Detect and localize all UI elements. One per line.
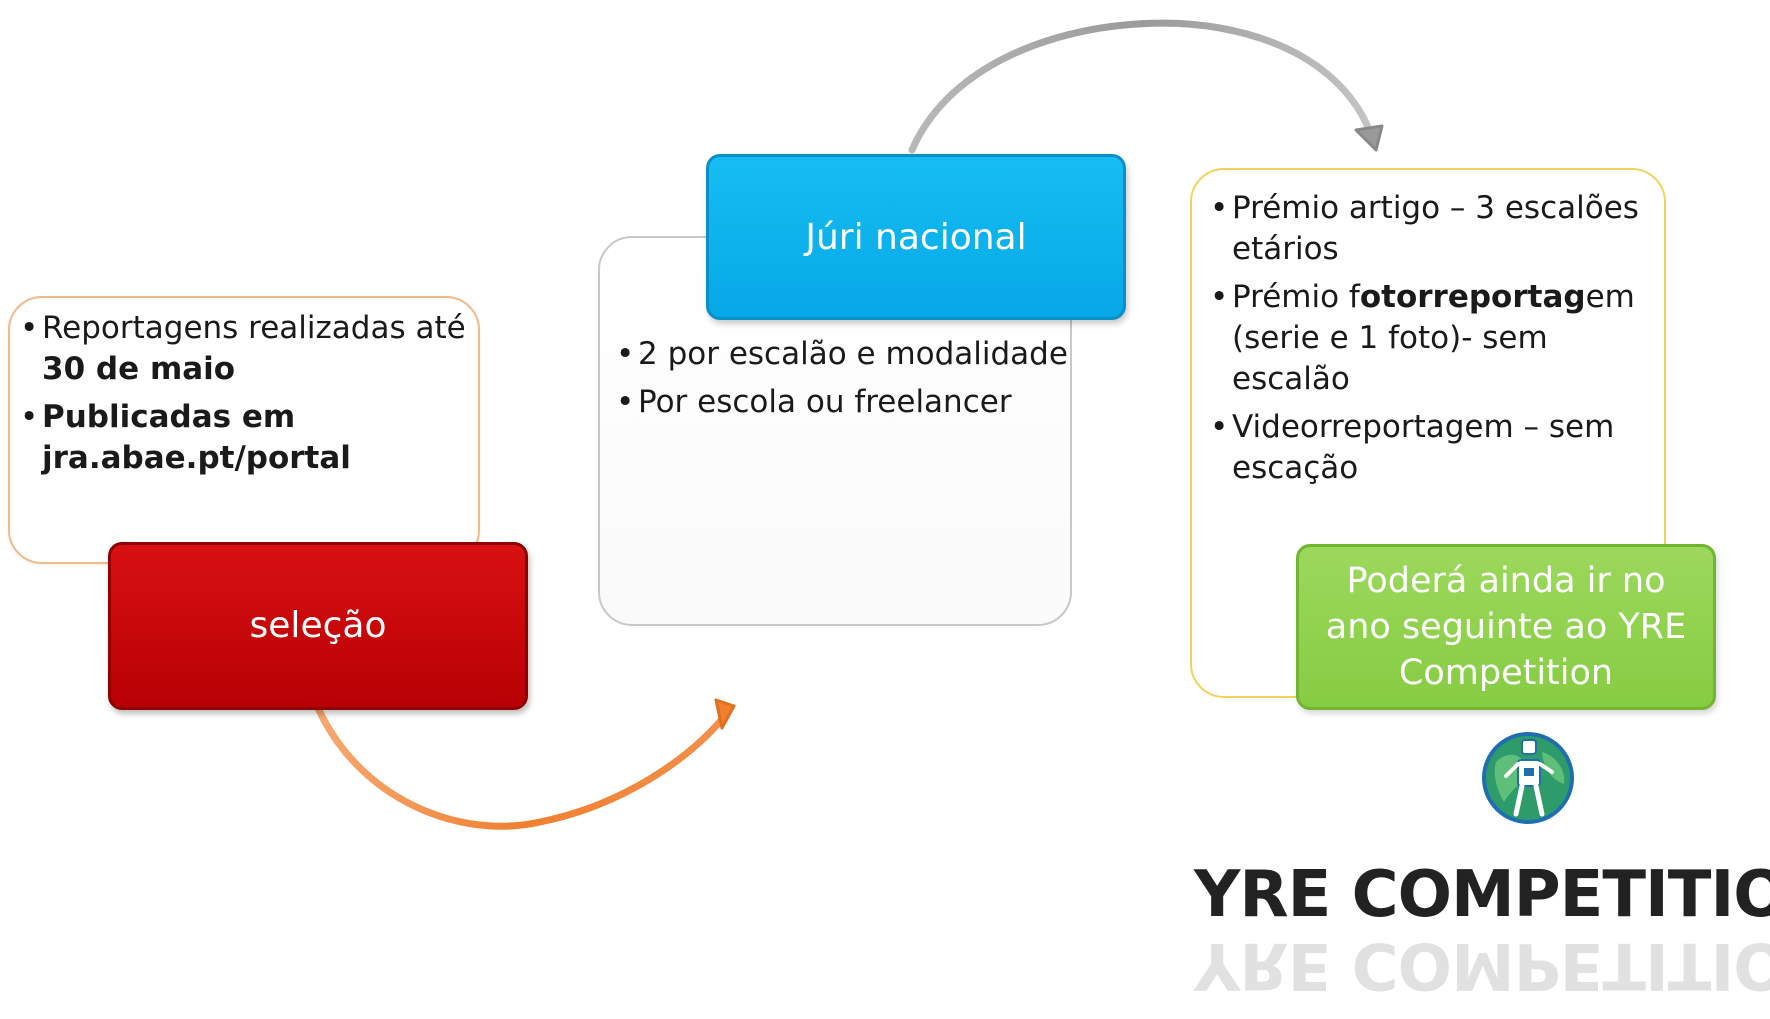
prizes-bullet: Prémio fotorreportagem (serie e 1 foto)-… [1210, 277, 1660, 400]
jury-bullet: 2 por escalão e modalidade [616, 334, 1076, 375]
jury-stage-label: Júri nacional [805, 217, 1027, 258]
bullet-text: Prémio f [1232, 279, 1360, 315]
jury-bullet-list: 2 por escalão e modalidade Por escola ou… [616, 334, 1076, 430]
gray-curved-arrow [908, 19, 1384, 154]
globe-person-icon [1482, 732, 1574, 824]
yre-logo [1176, 720, 1770, 1019]
bullet-text-tail: em (serie e 1 foto)- sem escalão [1232, 279, 1635, 397]
selection-stage-box: seleção [108, 542, 528, 710]
bullet-bold-text: 30 de maio [42, 351, 236, 387]
bullet-text: Videorreportagem – sem escação [1232, 409, 1615, 486]
bullet-text: Por escola ou freelancer [638, 384, 1012, 420]
prizes-bullet: Videorreportagem – sem escação [1210, 407, 1660, 489]
selection-bullet: Publicadas em jra.abae.pt/portal [20, 397, 470, 479]
bullet-bold-text: Publicadas em jra.abae.pt/portal [42, 399, 351, 476]
bullet-text: Prémio artigo – 3 escalões etários [1232, 190, 1639, 267]
bullet-bold-text: otorreportag [1359, 279, 1586, 315]
orange-curved-arrow [314, 698, 736, 830]
yre-logo-reflection: YRE COMPETITION [1194, 932, 1770, 1002]
jury-bullet: Por escola ou freelancer [616, 382, 1076, 423]
prizes-stage-box: Poderá ainda ir no ano seguinte ao YRE C… [1296, 544, 1716, 710]
prizes-bullet: Prémio artigo – 3 escalões etários [1210, 188, 1660, 270]
prizes-bullet-list: Prémio artigo – 3 escalões etários Prémi… [1210, 188, 1660, 496]
selection-stage-label: seleção [249, 605, 387, 646]
bullet-text: Reportagens realizadas até [42, 310, 466, 346]
selection-bullet-list: Reportagens realizadas até 30 de maio Pu… [20, 308, 470, 486]
jury-stage-box: Júri nacional [706, 154, 1126, 320]
bullet-text: 2 por escalão e modalidade [638, 336, 1068, 372]
selection-bullet: Reportagens realizadas até 30 de maio [20, 308, 470, 390]
prizes-stage-label: Poderá ainda ir no ano seguinte ao YRE C… [1325, 561, 1687, 693]
yre-logo-text: YRE COMPETITION [1194, 858, 1770, 932]
